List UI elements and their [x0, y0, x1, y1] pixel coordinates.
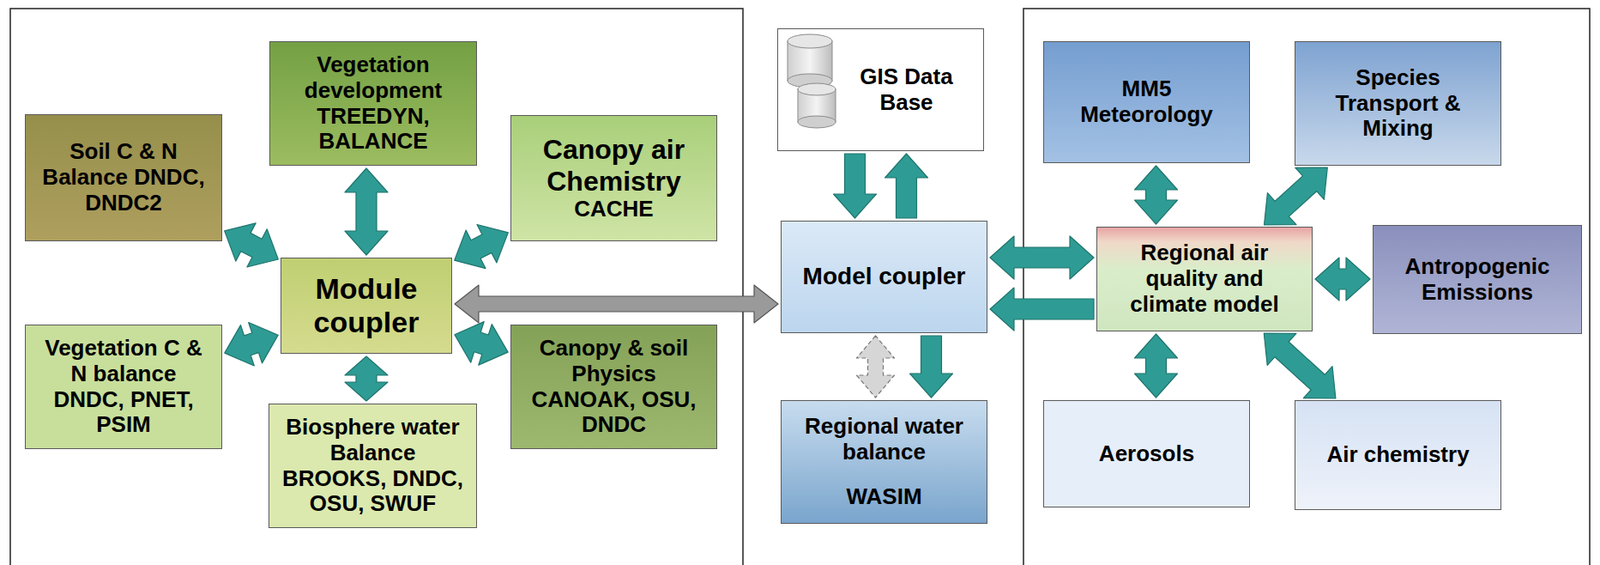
node-text: Vegetation development TREEDYN, BALANCE: [278, 52, 468, 156]
model-coupler-box: Model coupler: [780, 220, 988, 333]
block-arrow: [454, 224, 509, 269]
node-text: CACHE: [519, 196, 708, 223]
water-balance-box: Biosphere water Balance BROOKS, DNDC, OS…: [268, 403, 477, 528]
block-arrow: [454, 284, 779, 323]
node-text: Vegetation C & N balance DNDC, PNET, PSI…: [34, 335, 213, 439]
regional-water-box: Regional water balanceWASIM: [780, 399, 988, 524]
block-arrow: [1263, 332, 1336, 399]
node-text: Species Transport & Mixing: [1304, 65, 1492, 143]
meteorology-box: MM5 Meteorology: [1043, 41, 1250, 164]
block-arrow: [224, 322, 278, 367]
node-text: MM5 Meteorology: [1052, 76, 1241, 128]
emissions-box: Antropogenic Emissions: [1372, 224, 1582, 334]
canopy-physics-box: Canopy & soil Physics CANOAK, OSU, DNDC: [510, 324, 718, 449]
module-coupler-box: Module coupler: [280, 257, 453, 354]
node-text: GIS Data Base: [838, 64, 975, 116]
right-panel: [1023, 8, 1590, 565]
aerosols-box: Aerosols: [1043, 399, 1250, 508]
block-arrow: [1315, 257, 1371, 301]
node-text: Aerosols: [1052, 440, 1241, 467]
node-text: Canopy & soil Physics CANOAK, OSU, DNDC: [519, 335, 708, 439]
soil-box: Soil C & N Balance DNDC, DNDC2: [24, 114, 223, 242]
node-text: Air chemistry: [1304, 441, 1492, 468]
block-arrow: [833, 153, 877, 218]
block-arrow: [454, 321, 508, 366]
block-arrow: [857, 335, 895, 398]
block-arrow: [1135, 333, 1178, 398]
block-arrow: [990, 287, 1094, 331]
left-panel: [10, 8, 743, 565]
block-arrow: [224, 223, 279, 267]
node-text: Biosphere water Balance BROOKS, DNDC, OS…: [277, 414, 468, 518]
air-chemistry-box: Air chemistry: [1294, 399, 1502, 510]
transport-box: Species Transport & Mixing: [1294, 41, 1502, 166]
node-text: Canopy air Chemistry: [519, 133, 708, 198]
node-text: WASIM: [790, 483, 979, 510]
node-text: Regional water balance: [790, 413, 979, 465]
block-arrow: [1264, 167, 1329, 225]
vegetation-box: Vegetation development TREEDYN, BALANCE: [269, 41, 477, 166]
node-text: Module coupler: [289, 271, 443, 339]
node-text: Regional air quality and climate model: [1105, 240, 1304, 318]
canopy-chemistry-box: Canopy air ChemistryCACHE: [510, 114, 718, 242]
node-text: Model coupler: [790, 262, 979, 290]
block-arrow: [885, 153, 929, 218]
database-ground: [777, 28, 985, 151]
block-arrow: [344, 356, 388, 401]
block-arrow: [1135, 165, 1178, 224]
air-quality-model-box: Regional air quality and climate model: [1096, 226, 1313, 332]
block-arrow: [910, 335, 954, 398]
vegetation-balance-box: Vegetation C & N balance DNDC, PNET, PSI…: [24, 324, 223, 449]
block-arrow: [344, 168, 388, 255]
block-arrow: [990, 235, 1094, 279]
database-icon: [787, 34, 836, 128]
node-text: Soil C & N Balance DNDC, DNDC2: [34, 138, 213, 217]
database-box: GIS Data Base: [777, 28, 985, 151]
node-text: Antropogenic Emissions: [1382, 253, 1573, 306]
